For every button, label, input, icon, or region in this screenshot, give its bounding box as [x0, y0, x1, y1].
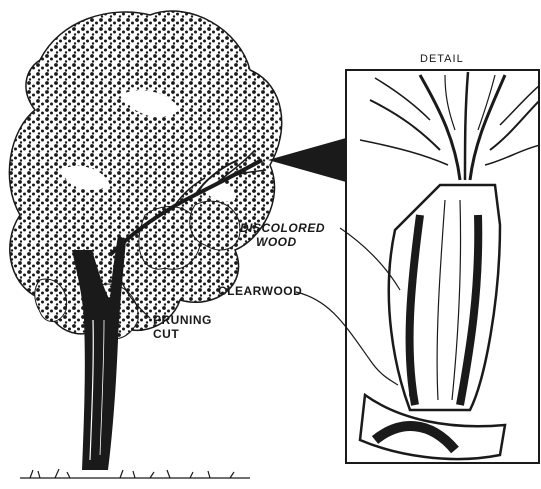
detail-heading: DETAIL: [420, 54, 464, 65]
detail-box: [346, 70, 540, 463]
discolored-wood-label-line1: DISCOLORED: [240, 222, 325, 234]
ground-grass: [20, 469, 250, 478]
pruning-cut-label-line2: CUT: [153, 328, 179, 340]
clearwood-label: CLEARWOOD: [218, 285, 302, 297]
pruning-cut-label-line1: PRUNING: [153, 314, 212, 326]
detail-callout-pointer: [268, 138, 346, 182]
discolored-wood-label-line2: WOOD: [256, 236, 297, 248]
